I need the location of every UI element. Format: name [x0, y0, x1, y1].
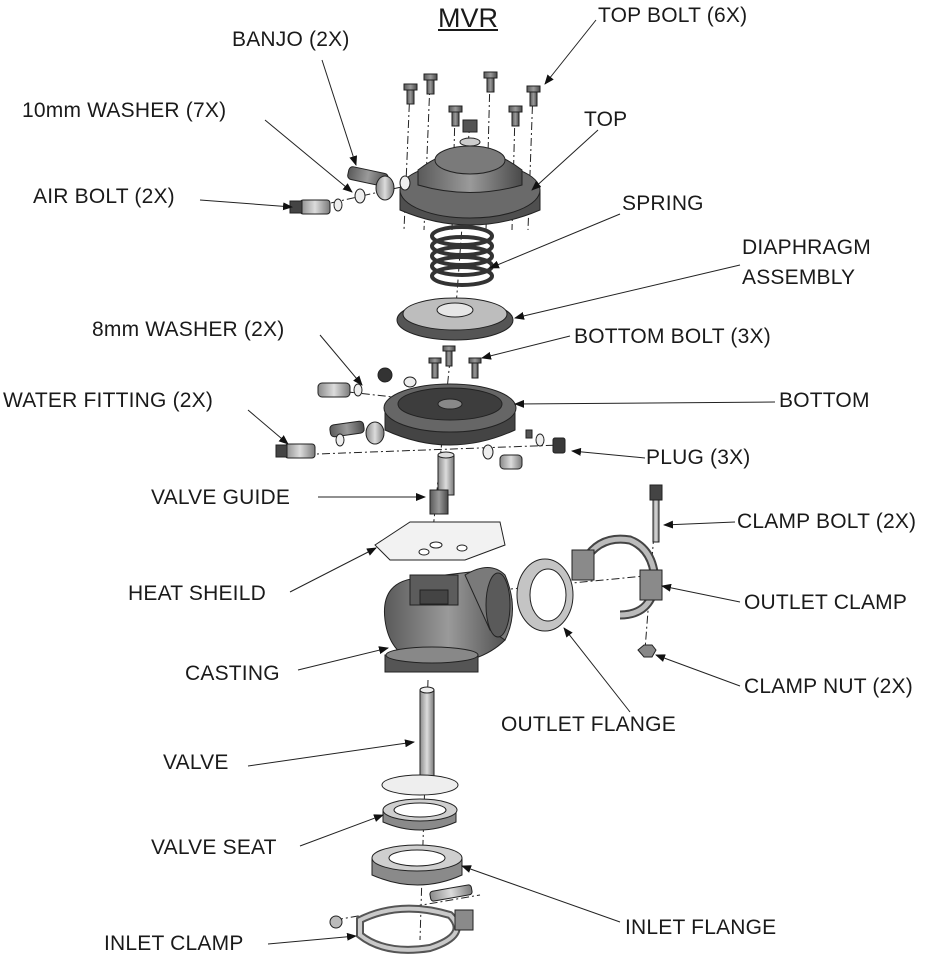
label-casting: CASTING	[185, 662, 280, 685]
label-top: TOP	[584, 108, 628, 131]
label-outlet-flange: OUTLET FLANGE	[501, 713, 676, 736]
leader-top-bolt	[544, 19, 597, 85]
label-heat-shield: HEAT SHEILD	[128, 582, 266, 605]
label-outlet-clamp: OUTLET CLAMP	[744, 591, 908, 614]
leader-diaphragm	[514, 264, 741, 320]
diagram-title: MVR	[438, 3, 498, 33]
label-valve-seat: VALVE SEAT	[151, 836, 277, 859]
label-banjo: BANJO (2X)	[232, 28, 350, 51]
heat-shield	[374, 521, 506, 561]
outlet-flange	[516, 558, 574, 632]
diaphragm-assembly	[396, 297, 514, 341]
bottom-housing	[383, 383, 517, 446]
label-inlet-flange: INLET FLANGE	[625, 916, 777, 939]
leader-10mm-washer	[264, 119, 353, 193]
water-fittings	[275, 420, 566, 470]
leader-outlet-clamp	[661, 583, 741, 603]
label-top-bolt: TOP BOLT (6X)	[598, 4, 748, 27]
label-inlet-clamp: INLET CLAMP	[104, 932, 244, 955]
label-plug: PLUG (3X)	[646, 446, 751, 469]
leader-plug	[571, 447, 646, 459]
leader-clamp-nut	[655, 654, 741, 687]
leader-spring	[489, 213, 621, 269]
top-housing	[399, 119, 541, 226]
spring	[430, 225, 494, 287]
leader-bottom-bolt	[481, 335, 571, 360]
leader-air-bolt	[199, 199, 293, 211]
casting	[383, 567, 513, 673]
clamp-bolt-nut	[637, 484, 663, 658]
leader-inlet-clamp	[267, 932, 357, 945]
top-bolts	[403, 71, 541, 127]
inlet-clamp	[329, 904, 474, 954]
label-10mm-washer: 10mm WASHER (7X)	[22, 99, 227, 122]
leader-valve	[247, 739, 415, 767]
inlet-flange	[371, 844, 473, 902]
leader-heat-shield	[289, 547, 377, 593]
leader-outlet-flange	[563, 627, 631, 713]
label-spring: SPRING	[622, 192, 704, 215]
label-water-fitting: WATER FITTING (2X)	[3, 389, 214, 412]
label-clamp-bolt: CLAMP BOLT (2X)	[737, 510, 917, 533]
label-valve-guide: VALVE GUIDE	[151, 486, 291, 509]
valve	[381, 686, 459, 796]
outlet-clamp	[571, 534, 663, 620]
leader-valve-seat	[299, 814, 384, 847]
leader-bottom	[514, 399, 776, 408]
leader-lines	[199, 19, 776, 945]
leader-top	[531, 129, 599, 191]
leader-casting	[297, 646, 389, 671]
label-bottom-bolt: BOTTOM BOLT (3X)	[574, 325, 771, 348]
label-clamp-nut: CLAMP NUT (2X)	[744, 675, 913, 698]
label-diaphragm-line1: DIAPHRAGM	[742, 236, 871, 259]
label-bottom: BOTTOM	[779, 389, 870, 412]
valve-guide	[429, 451, 455, 515]
valve-seat	[382, 798, 458, 831]
leader-banjo	[321, 59, 358, 166]
label-valve: VALVE	[163, 751, 229, 774]
leader-water-fitting	[247, 409, 289, 445]
label-8mm-washer: 8mm WASHER (2X)	[92, 318, 285, 341]
label-diaphragm-line2: ASSEMBLY	[742, 266, 856, 289]
banjo-parts	[289, 166, 411, 215]
leader-clamp-bolt	[663, 520, 736, 529]
leader-8mm-washer	[319, 334, 363, 386]
leader-inlet-flange	[461, 865, 621, 923]
label-air-bolt: AIR BOLT (2X)	[33, 185, 175, 208]
